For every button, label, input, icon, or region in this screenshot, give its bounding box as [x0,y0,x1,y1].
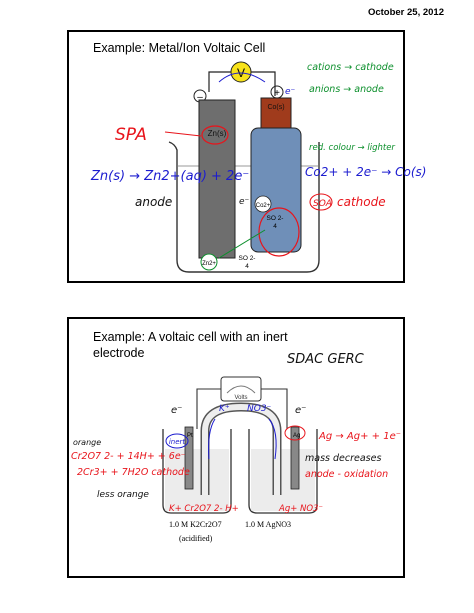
acidified-label: (acidified) [179,534,213,543]
slide-metal-ion-voltaic-cell: Example: Metal/Ion Voltaic Cell V – + Zn… [67,30,426,283]
sulfate-right-sub: 4 [273,223,277,230]
note-mass-decreases: mass decreases [305,453,381,464]
zinc-label: Zn(s) [208,129,227,138]
sulfate-right: SO 2- [267,215,284,222]
note-cations: cations → cathode [307,62,394,73]
cobalt-label: Co(s) [267,104,284,111]
ag-label: Ag [293,433,300,439]
zn-red-ring [201,125,229,145]
beaker [168,141,320,273]
co-ion-circle [254,195,272,213]
k-plus: K⁺ [219,404,230,414]
external-wire-2 [196,388,288,429]
slide2-title-line1: Example: A voltaic cell with an inert [93,330,288,344]
note-red-colour: red. colour → lighter [309,143,395,153]
zn-ion: Zn2+ [202,261,216,267]
solution-right-label: 1.0 M AgNO3 [245,520,291,529]
left-solution [165,449,229,511]
pt-label: Pt [187,433,193,439]
note-spa: SPA [115,125,147,145]
co-ion: Co2+ [256,203,271,209]
sulfate-bottom: SO 2- [239,255,256,262]
no3-minus: NO3⁻ [247,404,272,414]
slide1-title: Example: Metal/Ion Voltaic Cell [93,41,266,55]
right-beaker [248,429,318,514]
slide-inert-electrode-cell: Example: A voltaic cell with an inert el… [67,317,405,578]
ag-electrode [290,426,300,490]
sulfate-bottom-sub: 4 [245,263,249,270]
slide2-title-line2: electrode [93,346,145,360]
minus-sign: – [197,92,203,103]
soa-ring [309,193,333,211]
right-solution [251,449,315,511]
electron-left: e⁻ [171,405,182,416]
spa-pointer [164,131,202,137]
note-ions-left: K+ Cr2O7 2- H+ [169,504,239,514]
note-less-orange: less orange [97,490,149,500]
solution-left-label: 1.0 M K2Cr2O7 [169,520,222,529]
note-orange: orange [73,438,101,447]
pt-electrode [184,426,194,490]
slide2-title: Example: A voltaic cell with an inert el… [93,329,333,361]
voltaic-cell-diagram: V – + Zn(s) Co(s) e⁻ e⁻ Co2+ SO 2- 4 Zn2… [90,61,426,273]
note-anode: anode [135,195,172,209]
sulfate-red-ring [258,207,300,257]
inert-cell-diagram: SDAC GERC Volts Pt Ag inert e⁻ e⁻ K⁺ NO3… [71,352,401,543]
note-ag-half-reaction: Ag → Ag+ + 1e⁻ [318,431,401,442]
porous-cup [250,127,302,253]
note-cr-half-reaction: Cr2O7 2- + 14H+ + 6e⁻ [71,451,186,462]
voltmeter [230,61,252,83]
note-co-half-reaction: Co2+ + 2e⁻ → Co(s) [305,165,426,179]
left-beaker [162,429,232,514]
salt-bridge-inner [202,403,280,495]
electron-flow-arrow [218,72,266,83]
note-cathode: cathode [337,195,386,209]
external-wire [208,71,276,96]
note-ions-right: Ag+ NO3⁻ [278,504,323,514]
ag-ring [284,425,306,441]
zn-ion-circle [200,253,218,271]
k-migration-arrow [208,418,216,460]
electron-mid: e⁻ [239,197,250,207]
note-cr-product: 2Cr3+ + 7H2O cathode [77,467,190,478]
note-soa: SOA [313,199,332,209]
electron-right: e⁻ [295,405,306,416]
note-anions: anions → anode [309,84,384,95]
note-sdac-gerc: SDAC GERC [287,352,365,367]
date-header: October 25, 2012 [367,7,444,18]
note-zn-half-reaction: Zn(s) → Zn2+(aq) + 2e⁻ [90,169,249,184]
electron-top: e⁻ [285,87,296,97]
inert-label: inert [169,438,186,446]
no3-migration-arrow [268,418,277,460]
voltmeter-dial [226,385,256,394]
plus-sign: + [274,88,280,99]
note-anode-oxidation: anode - oxidation [305,469,388,480]
inert-ring [165,433,189,449]
ion-migration-arrow [218,229,266,259]
volts-label: Volts [234,395,247,401]
